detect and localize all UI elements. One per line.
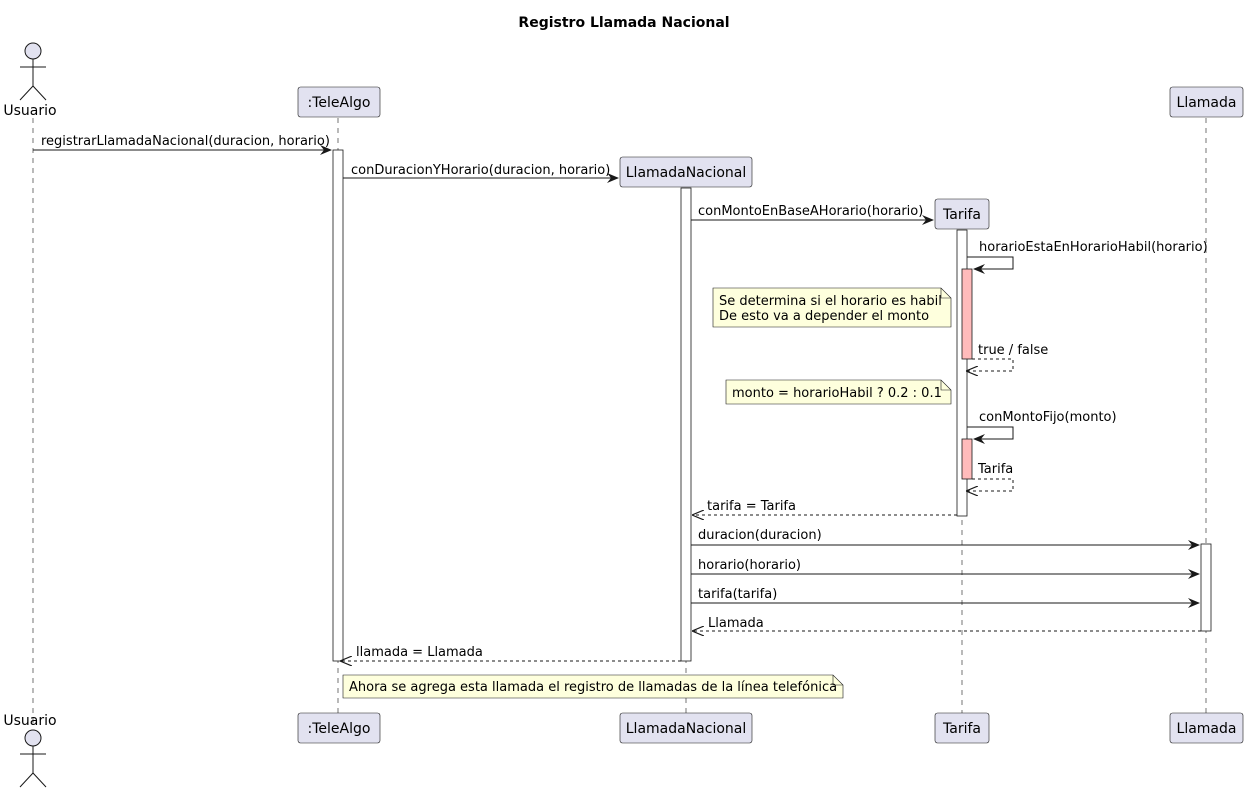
participant-label: Tarifa — [942, 721, 981, 737]
participant-label: LlamadaNacional — [626, 721, 747, 737]
participant-usuario-bottom: Usuario — [3, 713, 57, 788]
message-label: conMontoFijo(monto) — [979, 410, 1117, 425]
participant-label: Usuario — [3, 713, 56, 729]
message-label: Llamada — [708, 616, 764, 631]
note-line: Ahora se agrega esta llamada el registro… — [349, 680, 837, 695]
note-line: De esto va a depender el monto — [719, 309, 929, 324]
message-arrow — [967, 426, 1014, 444]
note-habil: Se determina si el horario es habil De e… — [712, 287, 952, 328]
messages — [33, 145, 1201, 661]
participant-tarifa-bottom: Tarifa — [934, 712, 990, 744]
participant-telealgo-top: :TeleAlgo — [297, 86, 381, 118]
message-label: horario(horario) — [698, 558, 801, 573]
participant-label: Tarifa — [942, 207, 981, 223]
activation-llamadanacional — [680, 187, 692, 662]
activation-tarifa-montofijo — [961, 438, 973, 480]
participant-label: :TeleAlgo — [308, 95, 371, 111]
message-label: conDuracionYHorario(duracion, horario) — [351, 163, 610, 178]
return-arrow — [967, 478, 1014, 491]
note-registro: Ahora se agrega esta llamada el registro… — [342, 674, 844, 699]
activation-llamada — [1200, 543, 1212, 632]
participant-usuario-top: Usuario — [3, 42, 57, 119]
activation-tarifa-habil — [961, 268, 973, 360]
participant-llamadanacional-created: LlamadaNacional — [619, 156, 753, 188]
return-arrow — [967, 358, 1014, 371]
actor-icon — [19, 42, 47, 101]
message-label: true / false — [978, 343, 1048, 358]
participant-tarifa-created: Tarifa — [934, 198, 990, 230]
message-label: horarioEstaEnHorarioHabil(horario) — [979, 240, 1208, 255]
activation-telealgo — [332, 149, 344, 662]
note-line: Se determina si el horario es habil — [719, 294, 942, 309]
activations — [332, 149, 1212, 662]
message-label: conMontoEnBaseAHorario(horario) — [698, 204, 923, 219]
message-label: llamada = Llamada — [356, 645, 483, 660]
participant-label: LlamadaNacional — [626, 165, 747, 181]
message-label: Tarifa — [977, 462, 1013, 477]
participant-label: Llamada — [1177, 95, 1237, 111]
participant-llamadanacional-bottom: LlamadaNacional — [619, 712, 753, 744]
message-label: tarifa(tarifa) — [698, 587, 777, 602]
message-label: registrarLlamadaNacional(duracion, horar… — [41, 134, 330, 149]
participant-llamada-bottom: Llamada — [1169, 712, 1244, 744]
note-line: monto = horarioHabil ? 0.2 : 0.1 — [732, 386, 942, 401]
diagram-title: Registro Llamada Nacional — [518, 15, 729, 31]
participant-label: Usuario — [3, 103, 56, 119]
message-label: tarifa = Tarifa — [707, 499, 796, 514]
participant-label: :TeleAlgo — [308, 721, 371, 737]
participant-llamada-top: Llamada — [1169, 86, 1244, 118]
participant-label: Llamada — [1177, 721, 1237, 737]
note-monto: monto = horarioHabil ? 0.2 : 0.1 — [725, 379, 952, 405]
message-labels: registrarLlamadaNacional(duracion, horar… — [41, 134, 1208, 660]
message-arrow — [967, 256, 1014, 274]
actor-icon — [19, 729, 47, 788]
participant-telealgo-bottom: :TeleAlgo — [297, 712, 381, 744]
message-label: duracion(duracion) — [698, 528, 822, 543]
